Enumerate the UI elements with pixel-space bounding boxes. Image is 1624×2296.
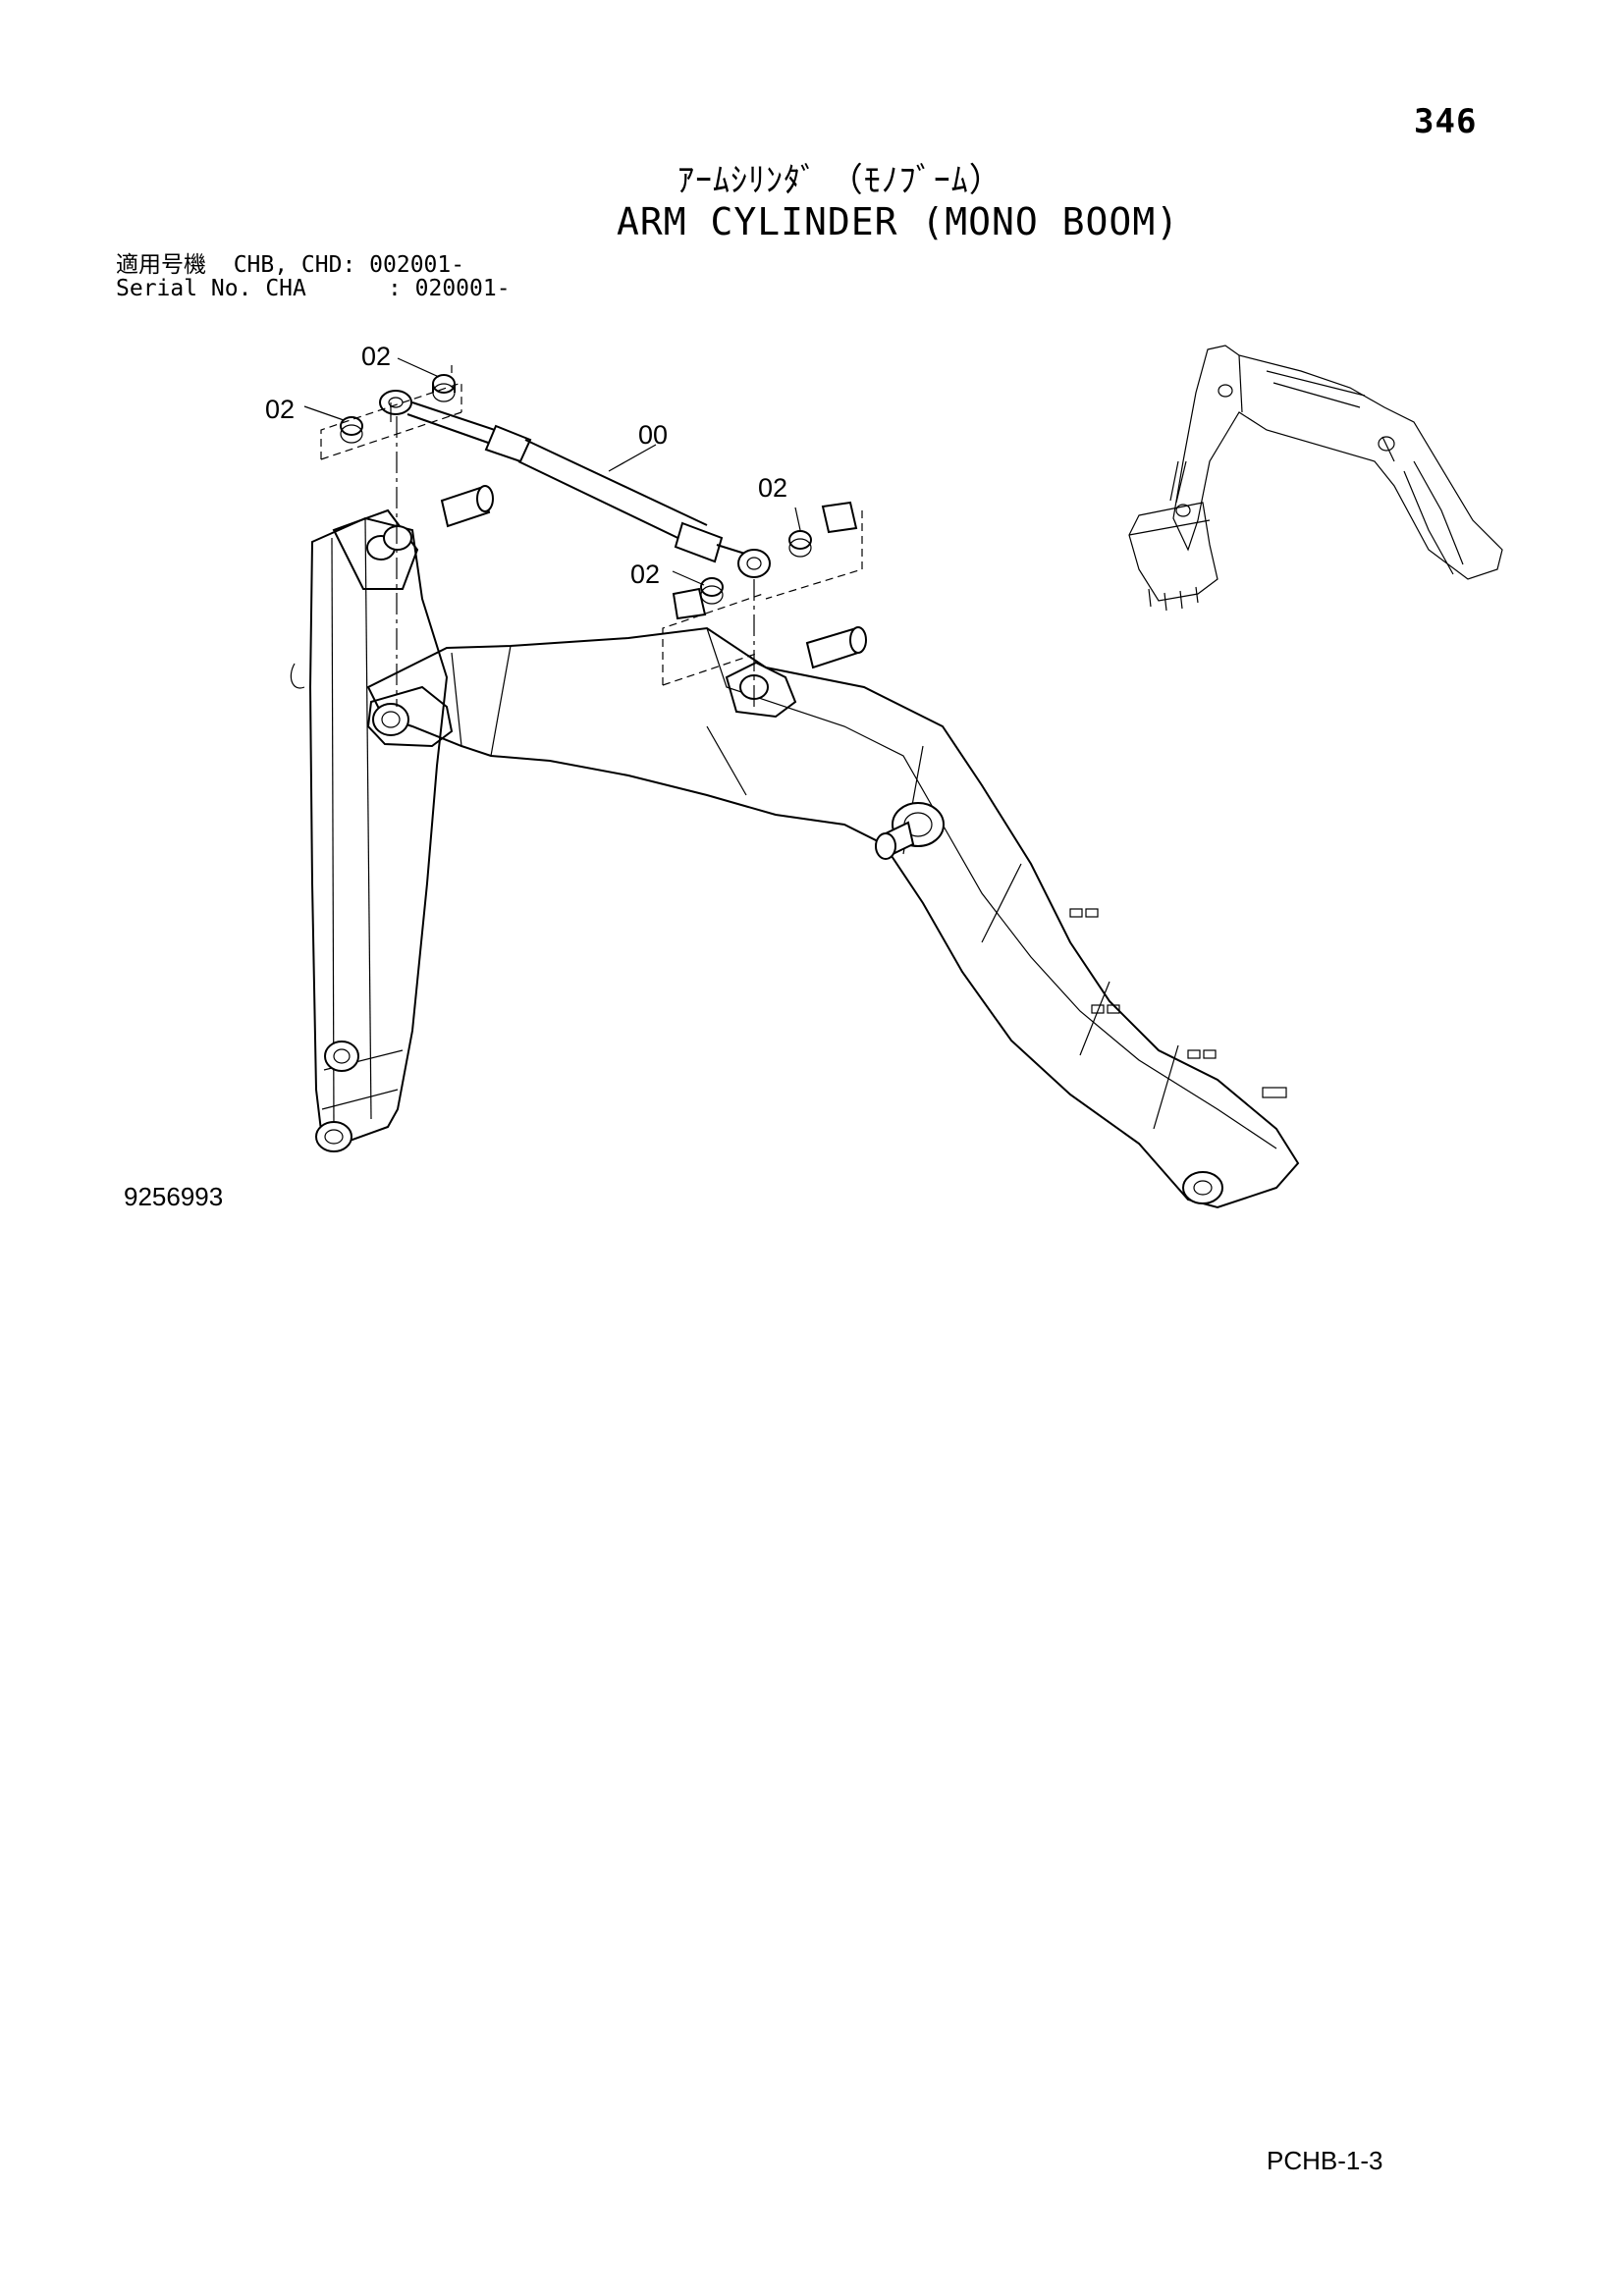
callout-02-top: 02	[361, 342, 391, 371]
callout-leaders	[303, 357, 801, 586]
sheet-code: PCHB-1-3	[1267, 2146, 1383, 2175]
applicable-serial-line-1: 適用号機 CHB, CHD: 002001-	[116, 252, 465, 278]
boom-drawing	[290, 508, 1300, 1209]
title-english: ARM CYLINDER (MONO BOOM)	[617, 200, 1180, 243]
assembly-guide-lines	[320, 365, 863, 707]
callout-02-right: 02	[758, 473, 787, 503]
arm-cylinder-drawing	[379, 390, 771, 578]
drawing-number: 9256993	[124, 1182, 224, 1211]
pins-and-bushings	[340, 374, 867, 669]
excavator-locator-thumbnail	[1128, 345, 1503, 612]
callout-00-cylinder: 00	[638, 420, 668, 450]
page-number: 346	[1414, 102, 1478, 141]
title-japanese: ｱｰﾑｼﾘﾝﾀﾞ （ﾓﾉﾌﾞｰﾑ）	[677, 161, 1003, 200]
applicable-serial-line-2: Serial No. CHA : 020001-	[116, 276, 511, 301]
callout-02-bottom: 02	[630, 560, 660, 589]
callout-02-left: 02	[265, 395, 295, 424]
